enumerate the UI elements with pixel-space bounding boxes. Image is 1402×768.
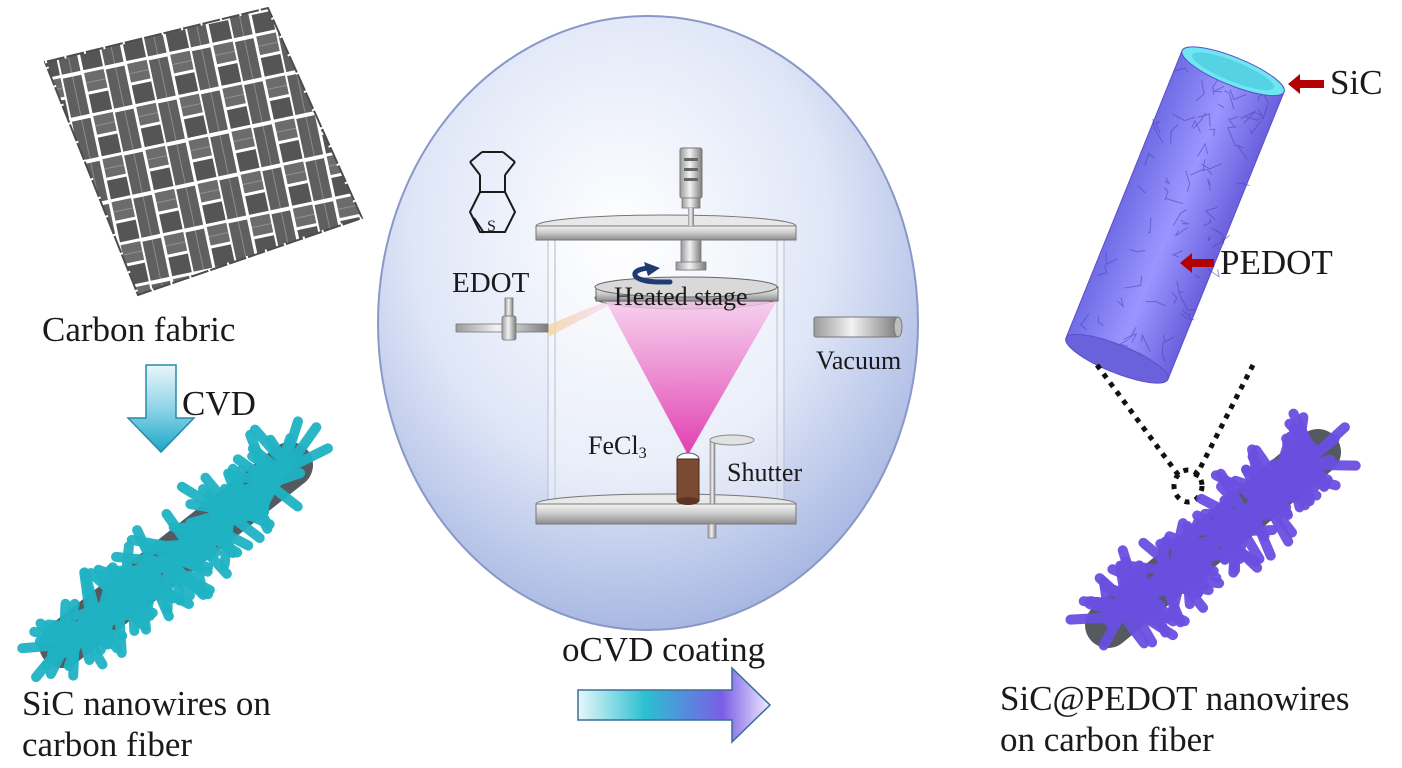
sic-layer-label: SiC bbox=[1330, 63, 1383, 102]
fecl3-label-base: FeCl bbox=[588, 431, 639, 460]
heated-stage-label: Heated stage bbox=[614, 282, 748, 311]
sic-nanowires-label-line2: carbon fiber bbox=[22, 725, 193, 764]
carbon-fabric-image bbox=[42, 6, 365, 297]
vacuum-label: Vacuum bbox=[816, 346, 902, 375]
shutter-label: Shutter bbox=[727, 458, 803, 487]
edot-label: EDOT bbox=[452, 267, 530, 299]
edot-molecule-icon bbox=[468, 151, 517, 234]
pedot-layer-label: PEDOT bbox=[1220, 243, 1333, 282]
fecl3-crucible bbox=[676, 452, 700, 505]
result-label-line2: on carbon fiber bbox=[1000, 720, 1214, 759]
vapor-cone bbox=[606, 302, 776, 455]
fecl3-label: FeCl3 bbox=[588, 431, 647, 463]
shutter bbox=[709, 434, 755, 505]
edot-inlet bbox=[455, 297, 614, 341]
gradient-right-arrow-icon bbox=[577, 666, 772, 744]
sic-nanowire-fiber-image bbox=[17, 416, 333, 683]
ocvd-coating-label: oCVD coating bbox=[562, 630, 766, 669]
sic-pointer-arrow-icon bbox=[1288, 74, 1324, 94]
rotation-arrow-icon bbox=[632, 262, 673, 285]
fecl3-label-subscript: 3 bbox=[638, 445, 647, 463]
pedot-nanowire-fiber-image bbox=[1065, 408, 1361, 651]
zoom-indicator bbox=[1094, 363, 1256, 505]
gradient-down-arrow-icon bbox=[126, 364, 196, 454]
cvd-label: CVD bbox=[182, 384, 256, 423]
result-label-line1: SiC@PEDOT nanowires bbox=[1000, 679, 1350, 718]
carbon-fabric-label: Carbon fabric bbox=[42, 310, 236, 349]
pedot-coated-nanowire-image bbox=[1065, 46, 1285, 384]
vacuum-port bbox=[813, 316, 903, 338]
pedot-pointer-arrow-icon bbox=[1180, 253, 1214, 273]
sic-nanowires-label-line1: SiC nanowires on bbox=[22, 684, 271, 723]
stage-rotation-shaft bbox=[675, 147, 707, 271]
edot-sulfur-label: S bbox=[487, 218, 496, 235]
